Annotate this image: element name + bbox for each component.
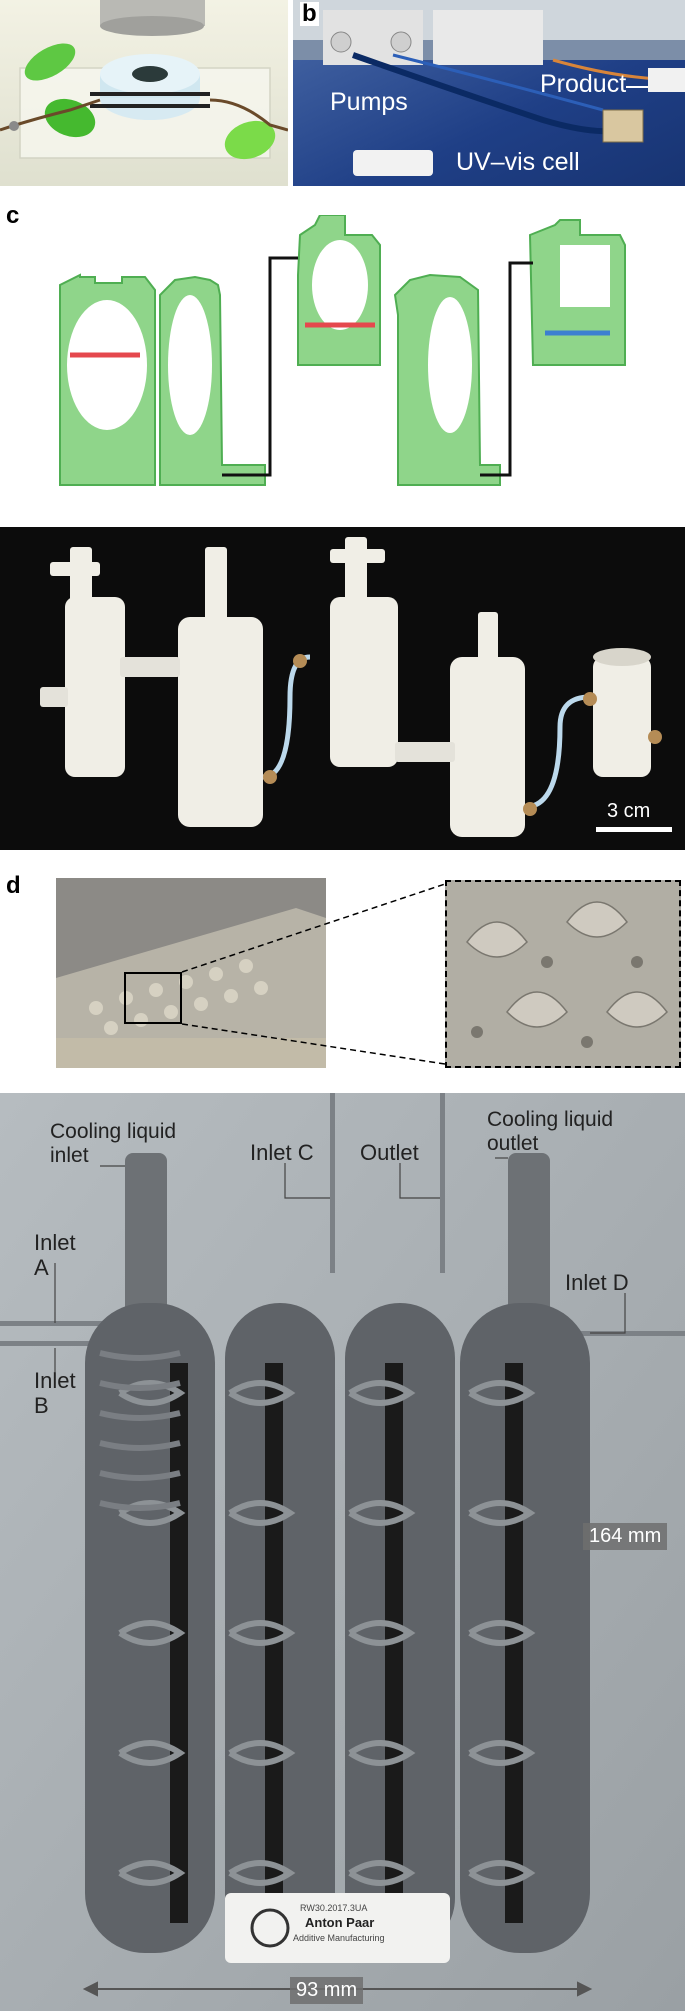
tube-connector: [480, 261, 533, 477]
printed-cell: [593, 657, 651, 777]
photo-a-illustration: [0, 0, 288, 186]
chamber: [312, 240, 368, 330]
nameplate-sub: Additive Manufacturing: [293, 1933, 385, 1943]
nameplate-code: RW30.2017.3UA: [300, 1903, 368, 1913]
label-product: Product: [540, 70, 627, 98]
scale-bar-label: 3 cm: [607, 800, 651, 822]
cooling-outlet-nozzle: [508, 1153, 550, 1353]
panel-letter-c: c: [6, 202, 20, 229]
label-uv-vis-cell: UV–vis cell: [456, 148, 580, 176]
zoom-callout-lines: [181, 883, 446, 1065]
outlet-tube: [440, 1093, 445, 1273]
panel-letter-d: d: [6, 872, 21, 899]
label-pumps: Pumps: [330, 88, 408, 116]
inlet-tube-a: [0, 1321, 190, 1326]
leaf: [24, 43, 76, 81]
label-outlet: Outlet: [360, 1140, 419, 1165]
zoom-illustration: [447, 882, 679, 1066]
zoom-box: [124, 972, 182, 1024]
photo-panel-a: [0, 0, 288, 186]
label-width: 93 mm: [290, 1977, 364, 2004]
label-inlet-a: Inlet A: [34, 1230, 76, 1281]
leaf: [44, 98, 96, 138]
panel-letter-b: b: [300, 0, 319, 27]
mixer-block: [602, 109, 644, 143]
chamber: [67, 300, 147, 430]
nameplate: [225, 1893, 450, 1963]
flow-cell-diagram: [59, 215, 626, 486]
tube-connector: [222, 256, 298, 477]
photo-panel-d-zoom: [445, 880, 681, 1068]
label-inlet-c: Inlet C: [250, 1140, 314, 1165]
photo-panel-d-reactor: [0, 1093, 685, 2011]
inlet-tube-c: [330, 1093, 335, 1273]
printed-cell: [450, 657, 525, 837]
reactor-illustration: [0, 1093, 685, 2011]
photo-c-illustration: [0, 527, 685, 850]
photo-panel-d-overview: [56, 878, 326, 1068]
cooling-inlet-nozzle: [125, 1153, 167, 1353]
printed-cell: [330, 597, 398, 767]
photo-panel-b: [293, 0, 685, 186]
chamber: [560, 245, 610, 307]
printed-cell: [178, 617, 263, 827]
product-leader-line: [626, 86, 648, 88]
chamber: [168, 295, 212, 435]
scale-bar: [596, 827, 672, 832]
printed-cell: [65, 597, 125, 777]
leaf: [224, 120, 276, 160]
pump-housing: [433, 10, 543, 65]
label-cooling-outlet: Cooling liquid outlet: [487, 1108, 614, 1156]
tube: [352, 52, 624, 135]
photo-b-illustration: [293, 0, 685, 186]
label-cooling-inlet: Cooling liquid inlet: [50, 1120, 177, 1168]
electrode: [90, 92, 210, 96]
photo-panel-c: [0, 527, 685, 850]
label-inlet-b: Inlet B: [34, 1368, 76, 1419]
leader-lines: [54, 1157, 626, 1373]
nameplate-brand: Anton Paar: [305, 1915, 375, 1930]
label-height: 164 mm: [583, 1523, 668, 1550]
uv-vis-cell: [353, 150, 433, 176]
label-inlet-d: Inlet D: [565, 1270, 629, 1295]
overview-illustration: [56, 878, 326, 1068]
tube: [524, 694, 591, 810]
chamber: [428, 297, 472, 433]
